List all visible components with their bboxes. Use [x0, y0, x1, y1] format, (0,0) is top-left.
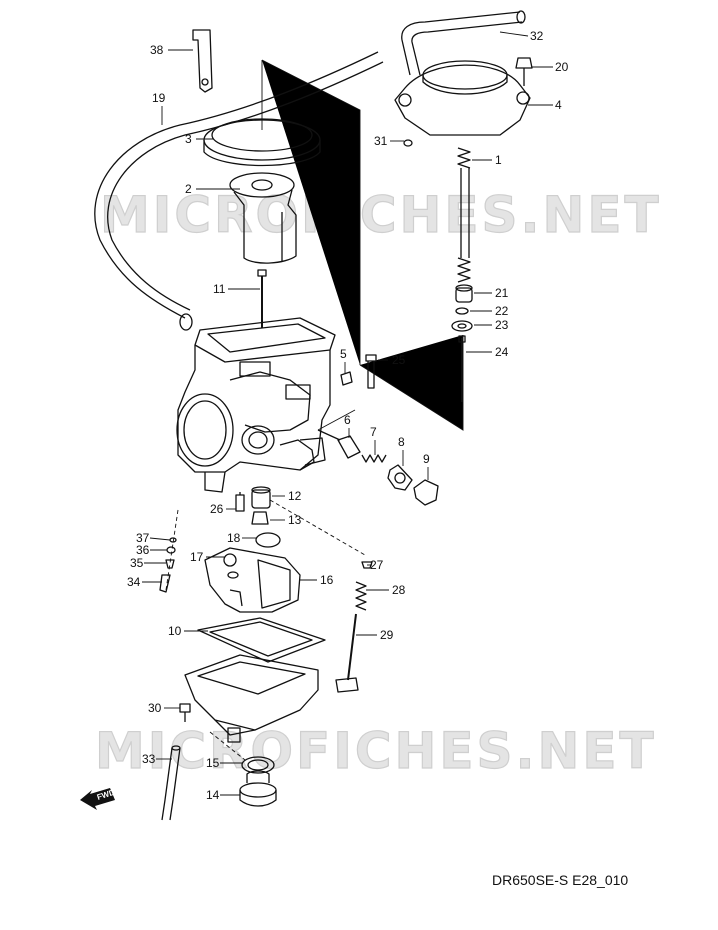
part-callout-number: 32: [530, 29, 544, 43]
small-spring: [165, 559, 175, 569]
part-callout-number: 35: [130, 556, 144, 570]
chamber-bolt: [179, 703, 191, 722]
part-callout-number: 22: [495, 304, 509, 318]
hose-bracket: [192, 29, 213, 93]
part-callout-number: 37: [136, 531, 150, 545]
starter-spring: [361, 454, 387, 463]
body-screw: [340, 371, 353, 386]
part-callout-number: 38: [150, 43, 164, 57]
pilot-jet: [235, 492, 245, 512]
part-callout-number: 5: [340, 347, 347, 361]
needle-jet-holder: [251, 486, 271, 509]
part-callout-number: 25: [392, 353, 406, 367]
starter-nut: [387, 464, 413, 491]
pump-body: [204, 547, 301, 613]
part-callout-number: 20: [555, 60, 569, 74]
part-callout-number: 29: [380, 628, 394, 642]
throttle-needle: [458, 335, 466, 402]
part-callout-number: 16: [320, 573, 334, 587]
part-callout-number: 21: [495, 286, 509, 300]
part-callout-number: 10: [168, 624, 182, 638]
main-jet: [251, 511, 269, 525]
part-callout-number: 4: [555, 98, 562, 112]
small-washer: [166, 546, 176, 554]
cap-screw: [515, 57, 533, 86]
part-callout-number: 27: [370, 558, 384, 572]
float-spring: [355, 581, 367, 611]
e-ring: [455, 307, 469, 315]
needle-retainer: [455, 284, 473, 303]
float-chamber-gasket: [197, 617, 326, 663]
small-clip: [403, 139, 413, 147]
callout-leader-line: [149, 537, 171, 541]
part-callout-number: 12: [288, 489, 302, 503]
part-callout-number: 2: [185, 182, 192, 196]
part-callout-number: 11: [213, 282, 226, 296]
assembly-guide-lines: [165, 59, 464, 761]
drain-plug-gasket: [241, 756, 275, 774]
part-callout-number: 19: [152, 91, 166, 105]
part-callout-number: 6: [344, 413, 351, 427]
piston-spring: [457, 147, 471, 283]
part-callout-number: 36: [136, 543, 150, 557]
float-clip: [361, 561, 373, 569]
part-callout-number: 26: [210, 502, 224, 516]
part-callout-number: 9: [423, 452, 430, 466]
part-callout-number: 18: [227, 531, 241, 545]
diagram-code: DR650SE-S E28_010: [492, 872, 628, 888]
part-callout-number: 15: [206, 756, 220, 770]
o-ring: [255, 532, 281, 548]
part-callout-number: 14: [206, 788, 220, 802]
callout-leader-line: [499, 31, 529, 37]
watermark: MICROFICHES.NET: [100, 186, 662, 244]
forward-direction-icon: FWD: [80, 788, 116, 810]
small-o-ring: [169, 537, 177, 543]
jet-needle: [257, 269, 267, 328]
fuel-hose: [94, 51, 384, 331]
vent-hose: [401, 10, 526, 76]
part-callout-number: 28: [392, 583, 406, 597]
part-callout-number: 17: [190, 550, 204, 564]
drain-screw-long: [335, 613, 359, 693]
part-callout-number: 31: [374, 134, 388, 148]
part-callout-number: 33: [142, 752, 156, 766]
starter-plunger: [317, 429, 361, 459]
part-callout-number: 13: [288, 513, 302, 527]
part-callout-number: 34: [127, 575, 141, 589]
piston-valve: [229, 172, 297, 264]
part-callout-number: 7: [370, 425, 377, 439]
part-callout-number: 30: [148, 701, 162, 715]
part-callout-number: 1: [495, 153, 502, 167]
part-callout-number: 8: [398, 435, 405, 449]
part-callout-number: 23: [495, 318, 509, 332]
part-callout-number: 24: [495, 345, 509, 359]
washer: [451, 320, 473, 332]
float-chamber: [184, 654, 319, 743]
drain-plug: [239, 770, 277, 807]
diaphragm: [203, 118, 321, 167]
watermark: MICROFICHES.NET: [95, 722, 657, 780]
pilot-screw: [159, 574, 171, 593]
starter-cap: [413, 479, 439, 506]
drain-hose: [161, 745, 181, 821]
link-pin: [365, 354, 377, 389]
part-callout-number: 3: [185, 132, 192, 146]
top-cap: [394, 60, 531, 136]
carburetor-body: [176, 317, 336, 493]
